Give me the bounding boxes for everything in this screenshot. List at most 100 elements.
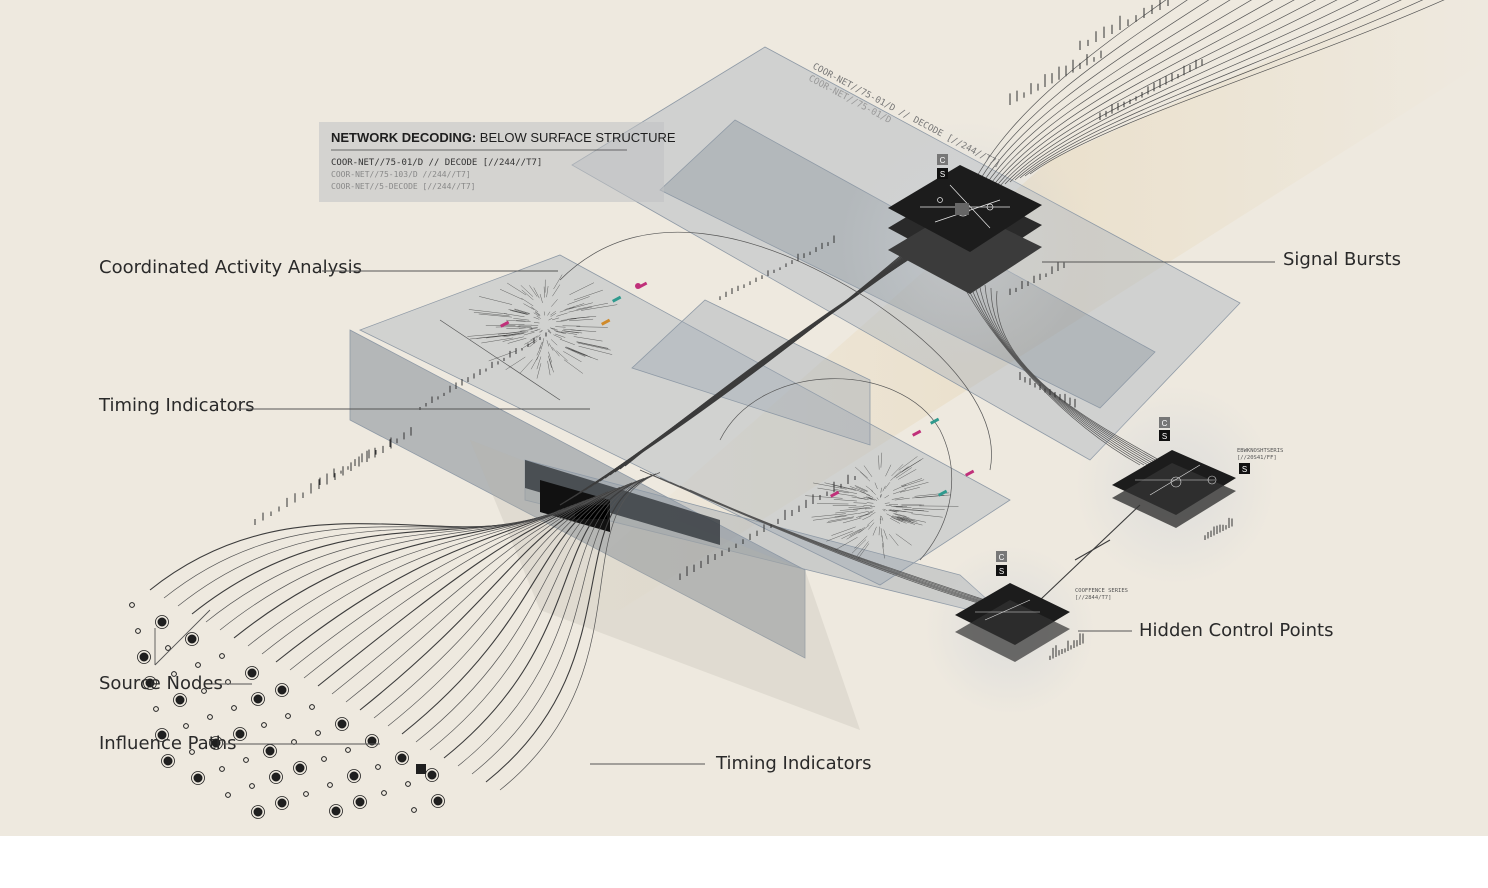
cluster-stroke	[897, 518, 916, 525]
cluster-stroke	[547, 330, 552, 334]
source-node-icon	[225, 792, 231, 798]
badge-right-s: S	[1159, 430, 1170, 441]
cluster-stroke	[524, 338, 535, 345]
cluster-stroke	[857, 511, 869, 514]
output-path	[964, 0, 1167, 201]
cluster-stroke	[573, 289, 603, 301]
cluster-stroke	[846, 529, 864, 540]
svg-text:S: S	[1242, 465, 1247, 474]
cluster-stroke	[564, 303, 585, 310]
cluster-stroke	[885, 464, 892, 477]
callout-influence-paths: Influence Paths	[99, 733, 380, 754]
cluster-stroke	[828, 516, 855, 522]
cluster-stroke	[874, 482, 878, 490]
source-node-icon	[201, 688, 207, 694]
source-node-icon	[157, 730, 167, 740]
cluster-stroke	[576, 302, 608, 310]
cluster-stroke	[868, 510, 875, 514]
cluster-stroke	[502, 336, 524, 342]
cluster-stroke	[551, 299, 558, 307]
cluster-stroke	[561, 331, 578, 335]
influence-path	[359, 486, 621, 711]
source-node-icon	[243, 757, 249, 763]
cluster-stroke	[576, 326, 608, 328]
chip-bottom-icon[interactable]	[955, 583, 1070, 662]
cluster-stroke	[872, 526, 877, 536]
output-path	[1009, 0, 1359, 183]
badge-top-s: S	[937, 168, 948, 179]
source-node-icon	[277, 798, 287, 808]
source-node-icon	[235, 729, 245, 739]
source-node-icon	[277, 685, 287, 695]
source-node-icon	[219, 766, 225, 772]
node-ring-icon	[143, 676, 157, 690]
badge-top-c: C	[937, 154, 948, 165]
cluster-stroke	[834, 513, 858, 518]
node-ring-icon	[233, 727, 247, 741]
node-ring-icon	[251, 692, 265, 706]
chip-right-icon[interactable]	[1112, 450, 1236, 528]
cluster-stroke	[550, 313, 557, 317]
cluster-stroke	[893, 484, 907, 491]
square-badge-icon	[416, 764, 426, 774]
cluster-stroke	[871, 490, 876, 495]
node-ring-icon	[155, 615, 169, 629]
node-ring-icon	[431, 794, 445, 808]
cluster-stroke	[514, 308, 530, 314]
cluster-stroke	[899, 487, 920, 493]
cluster-stroke	[567, 296, 590, 305]
cluster-stroke	[882, 509, 886, 512]
cluster-stroke	[523, 331, 535, 336]
control-path	[966, 275, 1149, 466]
influence-path	[373, 485, 625, 719]
cluster-stroke	[556, 320, 568, 323]
cluster-stroke	[891, 497, 904, 500]
influence-path	[289, 494, 601, 671]
cluster-stroke	[486, 334, 516, 339]
cluster-stroke	[569, 282, 595, 295]
cluster-stroke	[556, 312, 568, 317]
svg-text:Signal Bursts: Signal Bursts	[1283, 249, 1401, 270]
cluster-stroke	[548, 355, 552, 369]
source-node-icon	[327, 782, 333, 788]
influence-path	[275, 495, 597, 663]
cluster-stroke	[514, 309, 530, 315]
cluster-stroke	[473, 312, 510, 317]
source-node-icon	[171, 671, 177, 677]
cluster-stroke	[555, 326, 566, 328]
source-node-icon	[345, 747, 351, 753]
source-node-icon	[427, 770, 437, 780]
cluster-stroke	[547, 360, 551, 376]
cluster-stroke	[865, 507, 873, 510]
cluster-stroke	[516, 320, 531, 322]
cluster-stroke	[831, 526, 856, 536]
cluster-stroke	[866, 519, 874, 526]
influence-path	[415, 481, 637, 743]
cluster-stroke	[826, 530, 854, 542]
cluster-stroke	[548, 343, 554, 351]
cluster-stroke	[893, 513, 907, 517]
source-node-icon	[153, 706, 159, 712]
cluster-stroke	[547, 311, 551, 316]
source-node-icon	[337, 719, 347, 729]
cluster-stroke	[904, 482, 929, 489]
control-path	[978, 281, 1157, 466]
source-node-icon	[303, 791, 309, 797]
source-node-icon	[189, 749, 195, 755]
cluster-stroke	[519, 359, 533, 374]
cluster-stroke	[529, 327, 538, 329]
source-node-icon	[295, 763, 305, 773]
chip-top-icon[interactable]	[888, 165, 1042, 294]
cluster-stroke	[900, 478, 923, 487]
cluster-stroke	[857, 543, 870, 559]
svg-text:C: C	[940, 156, 946, 165]
header-code-line-1: COOR-NET//75-01/D // DECODE [//244//T7]	[331, 158, 542, 168]
cluster-stroke	[888, 509, 898, 513]
cluster-stroke	[550, 339, 558, 346]
cluster-stroke	[859, 507, 870, 509]
cluster-stroke	[876, 497, 879, 500]
node-ring-icon	[137, 650, 151, 664]
cluster-stroke	[488, 350, 517, 362]
callout-source-nodes: Source Nodes	[99, 609, 252, 694]
cluster-stroke	[507, 282, 527, 296]
